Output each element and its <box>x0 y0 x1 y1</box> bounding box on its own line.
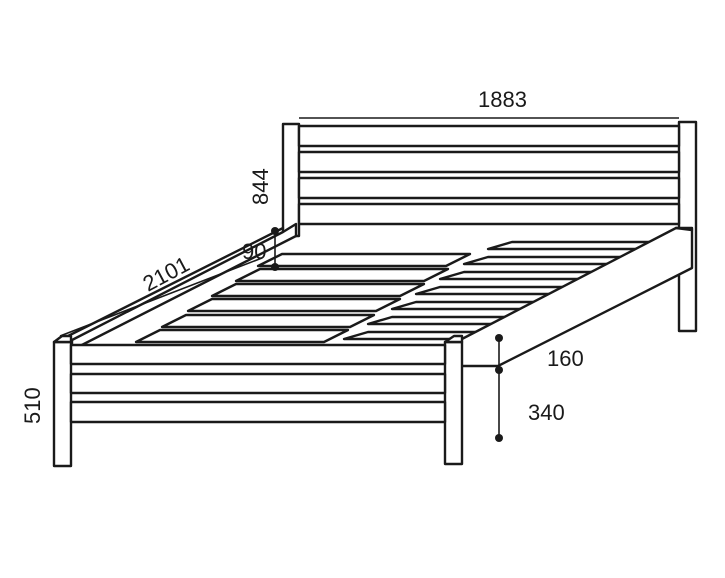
dimension-marker <box>271 263 279 271</box>
slat-left <box>256 252 472 268</box>
footboard-slat <box>69 343 447 366</box>
dimension-marker <box>495 366 503 374</box>
slat-left <box>186 297 402 313</box>
headboard <box>281 120 698 333</box>
headboard-height-label: 844 <box>248 168 273 205</box>
slat-left <box>210 282 426 298</box>
slat-left <box>160 313 376 329</box>
dimension-marker <box>495 334 503 342</box>
footboard-top-cap <box>443 334 464 344</box>
dimension-marker <box>271 227 279 235</box>
slat-left <box>234 267 450 283</box>
footboard-top-cap <box>52 334 73 344</box>
length-dimension-line <box>59 257 263 337</box>
width-label: 1883 <box>478 87 527 112</box>
dimension-lines <box>59 117 679 442</box>
footboard-slat <box>69 372 447 395</box>
headboard-right-post <box>677 120 698 333</box>
footboard-slat <box>69 400 447 424</box>
slat-left <box>134 328 350 344</box>
footboard <box>52 334 464 468</box>
footboard-left-post <box>52 340 73 468</box>
headboard-slat <box>297 202 681 226</box>
headboard-left-post <box>281 122 301 238</box>
headboard-slat <box>297 124 681 148</box>
headboard-slat <box>297 176 681 200</box>
clearance-label: 340 <box>528 400 565 425</box>
slat-group <box>134 240 666 344</box>
dimension-marker <box>495 434 503 442</box>
frame-height-label: 160 <box>547 346 584 371</box>
rail-height-label: 90 <box>242 239 266 264</box>
footboard-height-label: 510 <box>20 387 45 424</box>
footboard-right-post <box>443 340 464 466</box>
headboard-slat <box>297 150 681 174</box>
